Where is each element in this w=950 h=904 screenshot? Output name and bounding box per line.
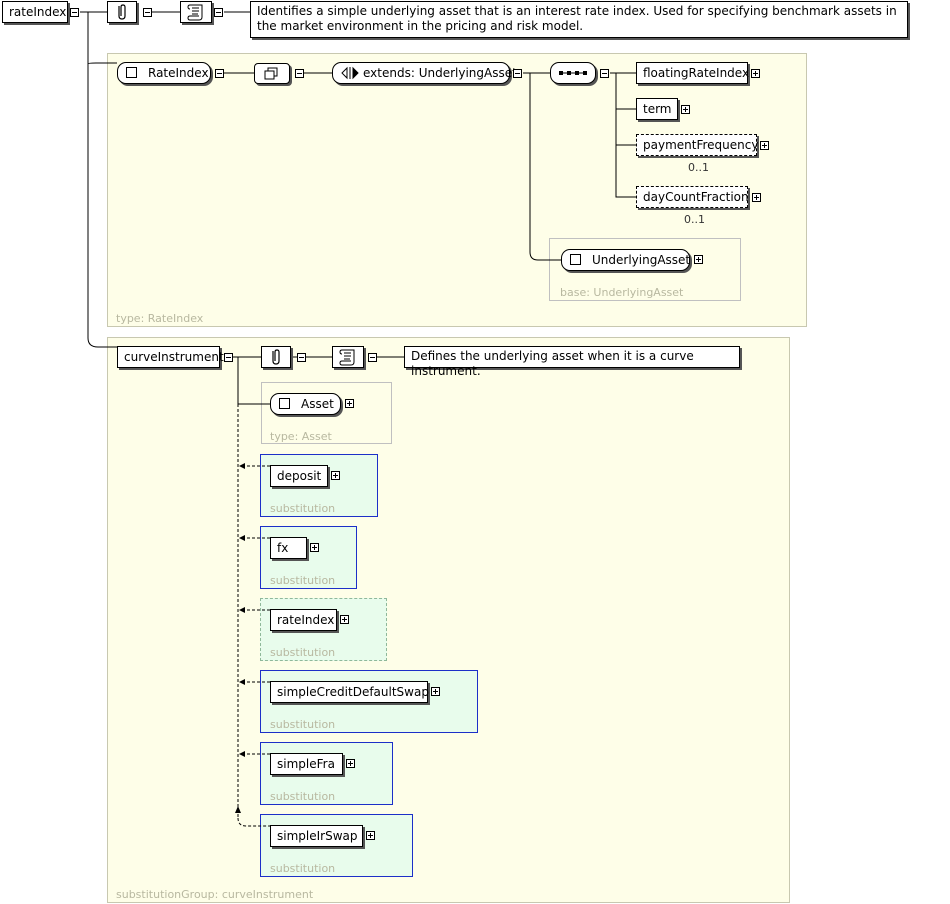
collapse-toggle-rateindex-type[interactable] [215, 69, 224, 78]
expand-toggle-simplefra[interactable] [346, 759, 355, 768]
documentation-icon-curveinstrument[interactable] [332, 346, 364, 368]
substitution-element-deposit[interactable]: deposit [270, 465, 328, 487]
expand-toggle-asset[interactable] [345, 399, 354, 408]
extends-label: extends: UnderlyingAsset [363, 66, 517, 80]
substitution-group-caption: substitutionGroup: curveInstrument [116, 888, 314, 901]
substitution-caption-deposit: substitution [270, 502, 336, 515]
extension-icon[interactable] [254, 63, 290, 84]
annotation-icon-curveinstrument[interactable] [261, 346, 291, 368]
expand-toggle-underlyingasset[interactable] [694, 255, 703, 264]
collapse-toggle-extension[interactable] [295, 69, 304, 78]
asset-type-panel [261, 382, 392, 444]
substitution-caption-simpleirswap: substitution [270, 862, 336, 875]
scroll-icon [187, 4, 203, 21]
collapse-toggle-annotation[interactable] [143, 8, 152, 17]
child-element-paymentfrequency[interactable]: paymentFrequency [636, 134, 758, 156]
paperclip-icon [118, 4, 126, 20]
curveinstrument-documentation-text: Defines the underlying asset when it is … [404, 346, 740, 378]
expand-toggle-simplecreditdefaultswap[interactable] [431, 687, 440, 696]
substitution-element-simplecreditdefaultswap[interactable]: simpleCreditDefaultSwap [270, 681, 429, 703]
substitution-caption-simplefra: substitution [270, 790, 336, 803]
expand-toggle-deposit[interactable] [331, 471, 340, 480]
expand-toggle-daycountfraction[interactable] [752, 193, 761, 202]
extends-icon [341, 66, 359, 80]
base-caption: base: UnderlyingAsset [560, 286, 684, 299]
sequence-icon [559, 71, 587, 75]
root-documentation-text: Identifies a simple underlying asset tha… [250, 1, 908, 38]
substitution-element-simplefra[interactable]: simpleFra [270, 753, 343, 775]
expand-toggle-rateindex-substitution[interactable] [340, 615, 349, 624]
collapse-toggle-annotation-curveinstrument[interactable] [297, 353, 306, 362]
collapse-toggle-documentation[interactable] [214, 8, 223, 17]
element-curveinstrument[interactable]: curveInstrument [117, 346, 224, 368]
occurrence-daycountfraction: 0..1 [684, 213, 705, 226]
paperclip-icon [272, 349, 280, 365]
expand-toggle-fx[interactable] [310, 543, 319, 552]
complex-type-icon [570, 254, 581, 265]
type-asset[interactable]: Asset [270, 393, 341, 415]
expand-toggle-paymentfrequency[interactable] [760, 141, 769, 150]
collapse-toggle-documentation-curveinstrument[interactable] [368, 353, 377, 362]
root-element-rateindex[interactable]: rateIndex [2, 1, 68, 23]
collapse-toggle-sequence[interactable] [600, 69, 609, 78]
complex-type-label: RateIndex [148, 66, 209, 80]
substitution-caption-fx: substitution [270, 574, 336, 587]
layers-icon [264, 67, 278, 80]
type-caption-rateindex: type: RateIndex [116, 312, 204, 325]
complex-type-icon [279, 398, 290, 409]
base-type-panel [549, 238, 741, 301]
complex-type-icon [126, 67, 137, 78]
occurrence-paymentfrequency: 0..1 [688, 161, 709, 174]
substitution-caption-simplecreditdefaultswap: substitution [270, 718, 336, 731]
collapse-toggle-curveinstrument[interactable] [224, 353, 233, 362]
expand-toggle-simpleirswap[interactable] [366, 831, 375, 840]
sequence-compositor[interactable] [550, 62, 596, 84]
extends-underlyingasset[interactable]: extends: UnderlyingAsset [332, 62, 517, 84]
scroll-icon [339, 349, 355, 366]
substitution-element-simpleirswap[interactable]: simpleIrSwap [270, 825, 363, 847]
documentation-icon[interactable] [180, 1, 212, 23]
type-asset-label: Asset [301, 397, 334, 411]
child-element-daycountfraction[interactable]: dayCountFraction [636, 186, 749, 208]
collapse-toggle-extends[interactable] [513, 69, 522, 78]
complex-type-rateindex[interactable]: RateIndex [117, 62, 211, 84]
base-type-label: UnderlyingAsset [592, 253, 691, 267]
child-element-floatingrateindex[interactable]: floatingRateIndex [636, 62, 749, 84]
annotation-icon[interactable] [107, 1, 137, 23]
collapse-toggle-root[interactable] [70, 8, 79, 17]
substitution-caption-rateindex: substitution [270, 646, 336, 659]
child-element-term[interactable]: term [636, 98, 678, 120]
base-type-underlyingasset[interactable]: UnderlyingAsset [561, 249, 690, 271]
type-caption-asset: type: Asset [270, 430, 332, 443]
substitution-element-rateindex[interactable]: rateIndex [270, 609, 337, 631]
expand-toggle-term[interactable] [681, 105, 690, 114]
expand-toggle-floatingrateindex[interactable] [751, 69, 760, 78]
curve-instrument-group-panel [107, 337, 790, 903]
substitution-element-fx[interactable]: fx [270, 537, 307, 559]
